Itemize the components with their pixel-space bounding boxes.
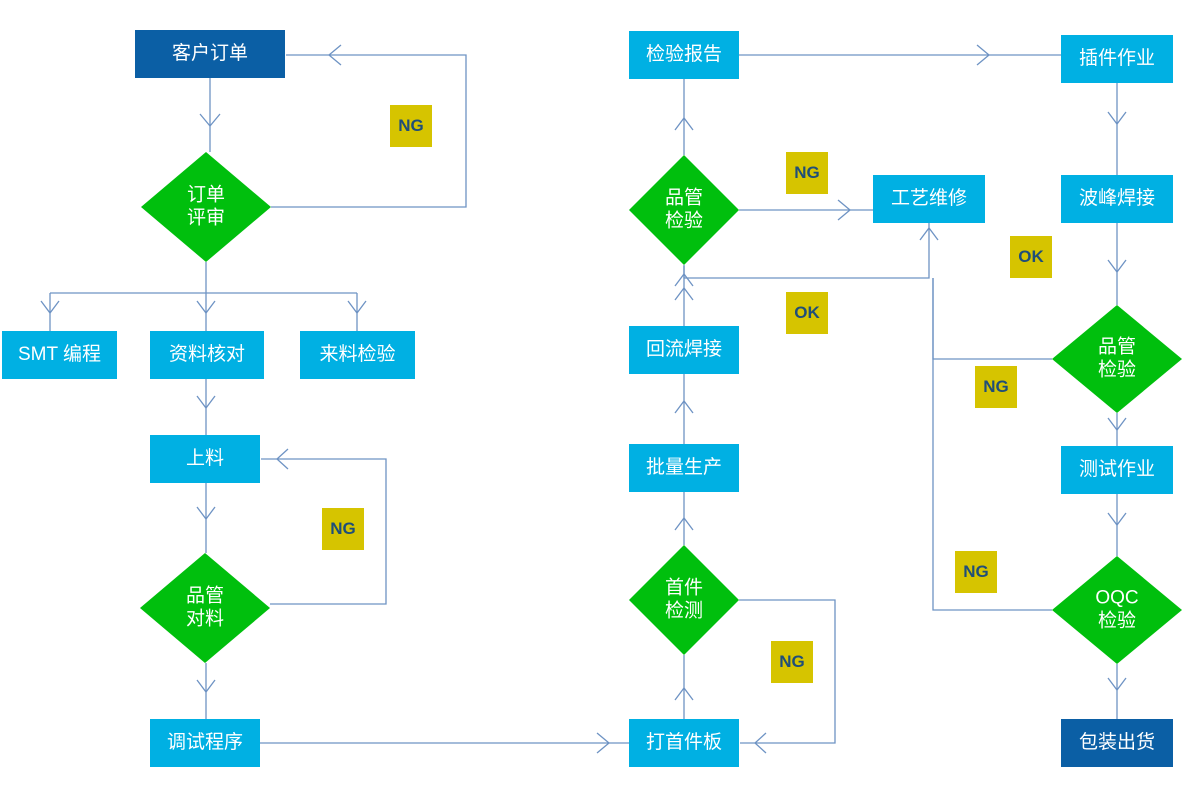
- decision-shape: [629, 545, 739, 655]
- badge-background: [1010, 236, 1052, 278]
- process-shape: [629, 444, 739, 492]
- node-first-article-board[interactable]: 打首件板: [629, 719, 739, 767]
- node-customer-order[interactable]: 客户订单: [135, 30, 285, 78]
- decision-shape: [140, 553, 270, 663]
- conn-oqc-to-packing: [1107, 664, 1127, 719]
- process-shape: [2, 331, 117, 379]
- badge-ng-first-article: NG: [771, 641, 813, 683]
- node-order-review[interactable]: 订单评审: [141, 152, 271, 262]
- process-shape: [150, 719, 260, 767]
- node-smt-programming[interactable]: SMT 编程: [2, 331, 117, 379]
- node-wave-soldering[interactable]: 波峰焊接: [1061, 175, 1173, 223]
- terminator-shape: [1061, 719, 1173, 767]
- badge-background: [771, 641, 813, 683]
- conn-order-to-review: [199, 78, 221, 152]
- conn-wave-ok-to-qc2: [1107, 223, 1127, 305]
- badge-background: [322, 508, 364, 550]
- badge-background: [786, 292, 828, 334]
- badge-background: [955, 551, 997, 593]
- conn-mass-to-reflow: [674, 374, 694, 444]
- process-shape: [629, 326, 739, 374]
- process-shape: [1061, 446, 1173, 494]
- decision-shape: [629, 155, 739, 265]
- conn-review-ng-to-order: [271, 44, 467, 208]
- node-packing-shipment[interactable]: 包装出货: [1061, 719, 1173, 767]
- conn-review-to-smt: [40, 293, 60, 331]
- node-qc-inspection-2[interactable]: 品管检验: [1052, 305, 1182, 413]
- conn-board-to-test: [674, 655, 694, 719]
- conn-review-branch-bus: [50, 262, 357, 294]
- badge-ok-wave-solder: OK: [1010, 236, 1052, 278]
- badge-ng-qc-inspect-1: NG: [786, 152, 828, 194]
- badge-ng-qc-inspect-2: NG: [975, 366, 1017, 408]
- node-process-repair[interactable]: 工艺维修: [873, 175, 985, 223]
- decision-shape: [1052, 556, 1182, 664]
- decision-shape: [1052, 305, 1182, 413]
- conn-test-op-to-oqc: [1107, 494, 1127, 556]
- conn-oqc-ng-to-repair: [932, 278, 1052, 611]
- node-inspection-report[interactable]: 检验报告: [629, 31, 739, 79]
- node-mass-production[interactable]: 批量生产: [629, 444, 739, 492]
- conn-qc-to-debug: [196, 663, 216, 719]
- conn-debug-to-first-board: [260, 732, 629, 754]
- conn-qc2-to-test-op: [1107, 413, 1127, 446]
- node-reflow-soldering[interactable]: 回流焊接: [629, 326, 739, 374]
- conn-test-ng-to-board: [739, 599, 836, 754]
- process-shape: [629, 719, 739, 767]
- conn-repair-ok-to-qc1: [674, 223, 939, 287]
- node-debug-program[interactable]: 调试程序: [150, 719, 260, 767]
- node-first-article-test[interactable]: 首件检测: [629, 545, 739, 655]
- conn-qc-ng-to-loading: [261, 448, 387, 605]
- conn-review-to-data-check: [196, 293, 216, 331]
- badge-background: [786, 152, 828, 194]
- conn-qc1-ng-to-repair: [739, 199, 873, 221]
- process-shape: [150, 331, 264, 379]
- connector-layer: [40, 44, 1127, 754]
- node-qc-material-check[interactable]: 品管对料: [140, 553, 270, 663]
- node-incoming-inspect[interactable]: 来料检验: [300, 331, 415, 379]
- conn-loading-to-qc: [196, 483, 216, 553]
- node-data-check[interactable]: 资料核对: [150, 331, 264, 379]
- conn-review-to-incoming: [347, 293, 367, 331]
- conn-report-to-insert: [739, 44, 1061, 66]
- process-shape: [300, 331, 415, 379]
- badge-ng-oqc: NG: [955, 551, 997, 593]
- badge-ng-order-review: NG: [390, 105, 432, 147]
- terminator-shape: [135, 30, 285, 78]
- badge-ng-qc-material: NG: [322, 508, 364, 550]
- node-material-loading[interactable]: 上料: [150, 435, 260, 483]
- badge-ok-qc-inspect-1: OK: [786, 292, 828, 334]
- conn-data-to-loading: [196, 379, 216, 435]
- conn-qc1-to-report: [674, 79, 694, 155]
- badge-background: [390, 105, 432, 147]
- badge-layer: NG NG NG OK NG OK NG NG: [322, 105, 1052, 683]
- conn-test-to-mass: [674, 492, 694, 545]
- node-insert-operation[interactable]: 插件作业: [1061, 35, 1173, 83]
- process-shape: [873, 175, 985, 223]
- conn-qc2-ng-to-repair: [932, 278, 1052, 360]
- process-shape: [629, 31, 739, 79]
- node-test-operation[interactable]: 测试作业: [1061, 446, 1173, 494]
- node-qc-inspection-1[interactable]: 品管检验: [629, 155, 739, 265]
- process-shape: [1061, 175, 1173, 223]
- conn-insert-to-wave: [1107, 83, 1127, 175]
- decision-shape: [141, 152, 271, 262]
- process-shape: [1061, 35, 1173, 83]
- process-shape: [150, 435, 260, 483]
- badge-background: [975, 366, 1017, 408]
